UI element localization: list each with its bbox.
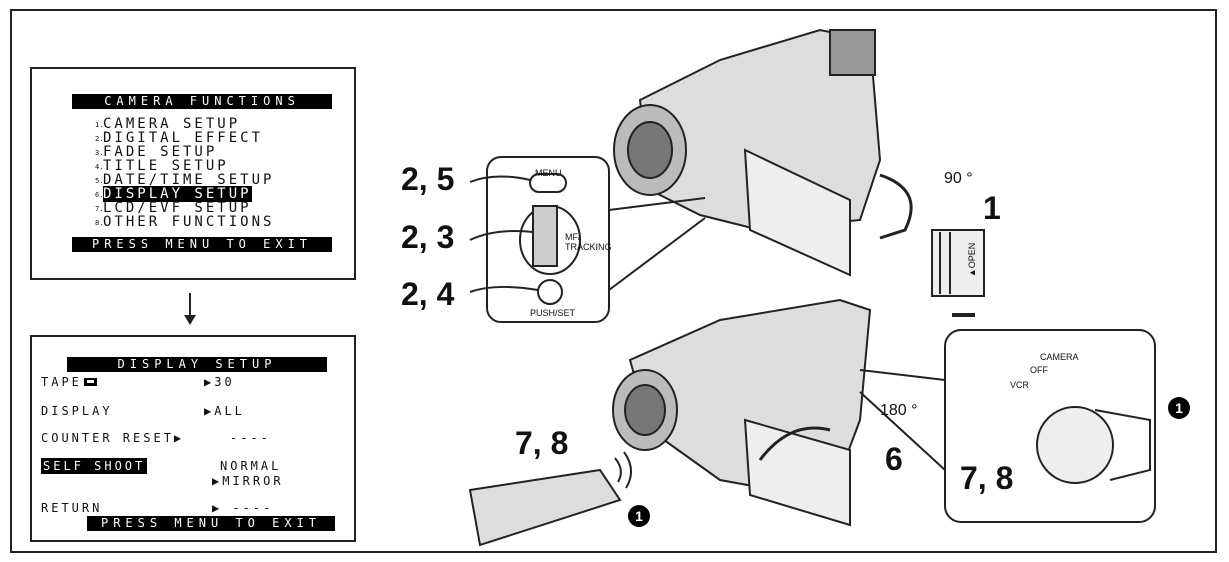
off-mode-label: OFF — [1030, 365, 1048, 375]
step-label: 1 — [983, 190, 1001, 226]
menu-item-selected: 6.DISPLAY SETUP — [95, 186, 252, 202]
step-label: 2, 5 — [401, 161, 455, 197]
menu-item: 4.TITLE SETUP — [95, 158, 229, 174]
down-arrow-icon — [184, 293, 196, 325]
tape-value: ▶30 — [204, 375, 235, 389]
menu-item: 2.DIGITAL EFFECT — [95, 130, 264, 146]
menu-title: DISPLAY SETUP — [67, 357, 327, 372]
menu-item: 1.CAMERA SETUP — [95, 116, 241, 132]
figure-frame — [10, 9, 1217, 553]
push-set-label: PUSH/SET — [530, 308, 576, 318]
self-shoot-row: SELF SHOOT — [41, 458, 148, 474]
step-label: 7, 8 — [960, 460, 1014, 496]
self-shoot-mirror: ▶MIRROR — [212, 474, 284, 488]
menu-item: 7.LCD/EVF SETUP — [95, 200, 252, 216]
display-row: DISPLAY — [41, 404, 113, 418]
counter-reset-row: COUNTER RESET▶ — [41, 431, 185, 445]
display-value: ▶ALL — [204, 404, 245, 418]
open-label: ▲OPEN — [967, 242, 978, 278]
return-row: RETURN — [41, 501, 103, 515]
callout-marker: 1 — [628, 505, 650, 527]
self-shoot-label: SELF SHOOT — [41, 458, 148, 474]
step-label: 7, 8 — [515, 425, 569, 461]
menu-footer: PRESS MENU TO EXIT — [87, 516, 335, 531]
menu-item-list: 1.CAMERA SETUP 2.DIGITAL EFFECT 3.FADE S… — [95, 116, 275, 230]
tracking-label: MF/ TRACKING — [565, 232, 612, 252]
self-shoot-normal: NORMAL — [220, 459, 282, 473]
return-value: ▶ ---- — [212, 501, 274, 515]
menu-item: 8.OTHER FUNCTIONS — [95, 214, 275, 230]
vcr-mode-label: VCR — [1010, 380, 1030, 390]
step-label: 6 — [885, 441, 903, 477]
camera-mode-label: CAMERA — [1040, 352, 1079, 362]
callout-marker: 1 — [1168, 397, 1190, 419]
camera-functions-menu: CAMERA FUNCTIONS 1.CAMERA SETUP 2.DIGITA… — [30, 67, 356, 280]
menu-footer: PRESS MENU TO EXIT — [72, 237, 332, 252]
step-label: 2, 4 — [401, 276, 455, 312]
tape-row: TAPE — [41, 375, 97, 389]
step-label: 2, 3 — [401, 219, 455, 255]
angle-180: 180 ° — [880, 402, 918, 419]
menu-item: 3.FADE SETUP — [95, 144, 218, 160]
menu-button-label: MENU — [535, 168, 562, 178]
counter-reset-value: ---- — [230, 431, 271, 445]
angle-90: 90 ° — [944, 170, 973, 187]
menu-title: CAMERA FUNCTIONS — [72, 94, 332, 109]
menu-item: 5.DATE/TIME SETUP — [95, 172, 275, 188]
tape-icon — [83, 378, 97, 386]
display-setup-menu: DISPLAY SETUP TAPE ▶30 DISPLAY ▶ALL COUN… — [30, 335, 356, 542]
